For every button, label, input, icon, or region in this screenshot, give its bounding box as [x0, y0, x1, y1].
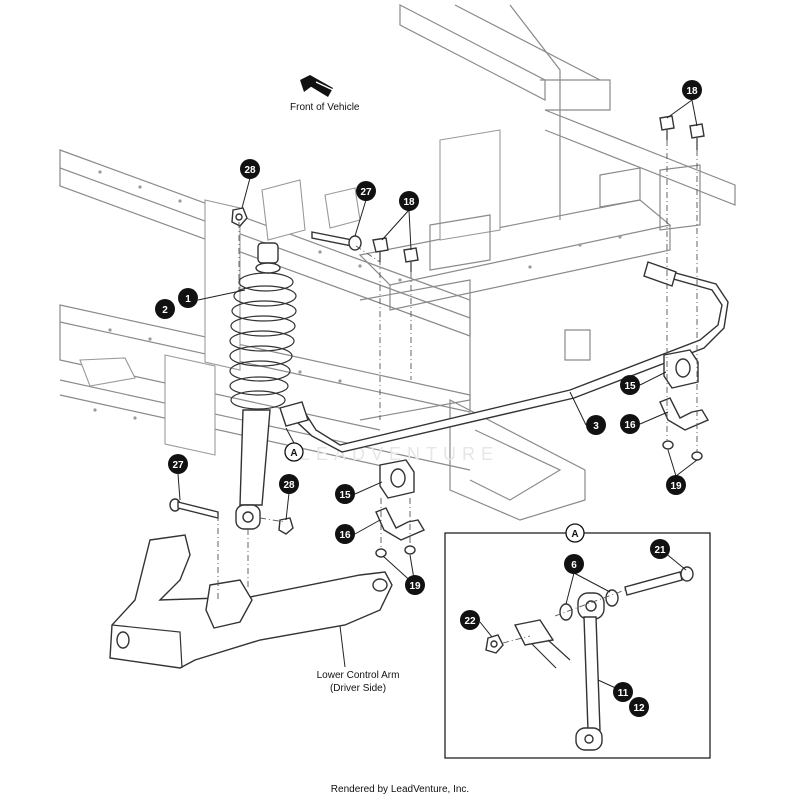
callout-12: 12: [629, 697, 649, 717]
callout-27: 27: [168, 454, 188, 474]
detail-a-reference: A: [284, 442, 304, 462]
detail-a-badge: A: [565, 523, 585, 543]
svg-text:2: 2: [162, 305, 168, 316]
svg-text:A: A: [290, 448, 297, 459]
front-of-vehicle-label: Front of Vehicle: [290, 102, 360, 113]
callout-21: 21: [650, 539, 670, 559]
upper-shock-bolt: [311, 231, 362, 251]
footer-credit: Rendered by LeadVenture, Inc.: [331, 784, 469, 795]
svg-text:19: 19: [409, 581, 421, 592]
lower-nut: [278, 517, 294, 535]
callout-18: 18: [682, 80, 702, 100]
svg-text:18: 18: [686, 86, 698, 97]
bracket-right: [659, 397, 710, 431]
svg-text:16: 16: [624, 420, 636, 431]
frame-bolts-mid: [372, 237, 419, 272]
svg-text:1: 1: [185, 294, 191, 305]
callout-19: 19: [666, 475, 686, 495]
callout-1: 1: [178, 288, 198, 308]
lower-control-arm-label: Lower Control Arm: [317, 670, 400, 681]
svg-text:19: 19: [670, 481, 682, 492]
callout-15: 15: [620, 375, 640, 395]
svg-text:28: 28: [283, 480, 295, 491]
callout-15: 15: [335, 484, 355, 504]
callout-22: 22: [460, 610, 480, 630]
callout-2: 2: [155, 299, 175, 319]
svg-text:15: 15: [624, 381, 636, 392]
leader-lines: [177, 99, 698, 691]
front-of-vehicle-indicator: Front of Vehicle: [290, 75, 360, 113]
callout-11: 11: [613, 682, 633, 702]
callout-6: 6: [564, 554, 584, 574]
shock-absorber-assembly: [229, 242, 297, 530]
svg-text:21: 21: [654, 545, 666, 556]
callout-27: 27: [356, 181, 376, 201]
svg-text:6: 6: [571, 560, 577, 571]
callout-16: 16: [620, 414, 640, 434]
driver-side-label: (Driver Side): [330, 683, 386, 694]
frame-bolts-right: [659, 115, 705, 150]
callout-18: 18: [399, 191, 419, 211]
callout-19: 19: [405, 575, 425, 595]
callout-28: 28: [279, 474, 299, 494]
direction-arrow-icon: [300, 75, 334, 97]
vehicle-frame: [59, 4, 736, 521]
alignment-lines: [217, 140, 698, 600]
svg-text:27: 27: [360, 187, 372, 198]
stabilizer-bar: [279, 261, 729, 453]
svg-text:15: 15: [339, 490, 351, 501]
upper-nut: [231, 207, 248, 227]
svg-text:11: 11: [618, 688, 629, 699]
callout-28: 28: [240, 159, 260, 179]
callout-16: 16: [335, 524, 355, 544]
svg-text:18: 18: [403, 197, 415, 208]
svg-text:12: 12: [633, 703, 645, 714]
svg-text:A: A: [571, 529, 578, 540]
bushing-left: [379, 459, 415, 499]
svg-text:22: 22: [464, 616, 476, 627]
svg-text:27: 27: [172, 460, 184, 471]
svg-text:16: 16: [339, 530, 351, 541]
svg-text:3: 3: [593, 421, 599, 432]
lower-shock-bolt: [169, 498, 219, 519]
callout-3: 3: [586, 415, 606, 435]
bushing-right: [663, 349, 699, 389]
svg-text:28: 28: [244, 165, 256, 176]
lower-control-arm: [109, 534, 393, 669]
bracket-left: [375, 507, 426, 541]
nuts-19: [375, 440, 703, 558]
